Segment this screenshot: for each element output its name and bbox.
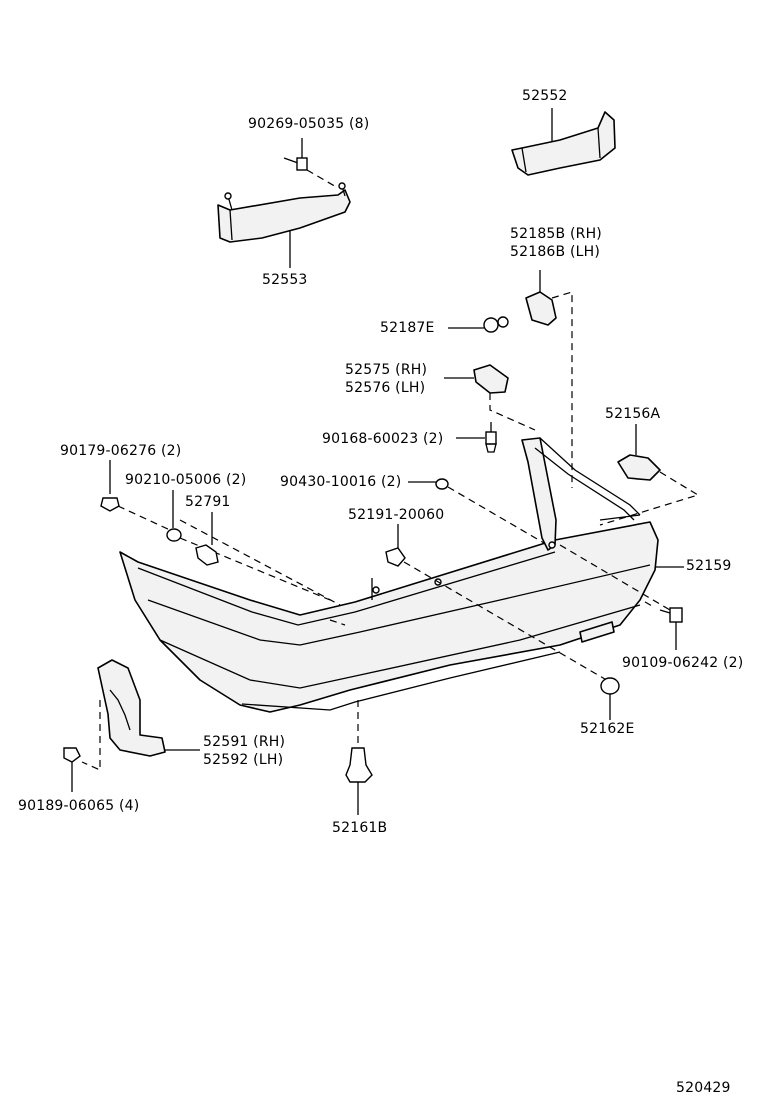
side-bracket-52591 (81, 659, 200, 771)
label-52791: 52791 (185, 494, 231, 510)
label-52191-20060: 52191-20060 (348, 507, 445, 523)
label-52156a: 52156A (605, 406, 661, 422)
clip-52162e (600, 677, 620, 720)
label-52553: 52553 (262, 272, 308, 288)
label-52575: 52575 (RH) (345, 362, 428, 378)
label-52592: 52592 (LH) (203, 752, 284, 768)
label-52186b: 52186B (LH) (510, 244, 601, 260)
retainer-52553 (217, 182, 351, 268)
bracket-52156a (599, 424, 700, 526)
retainer-52552 (511, 108, 616, 176)
label-90430-10016: 90430-10016 (2) (280, 474, 402, 490)
clip-52191 (385, 524, 611, 683)
label-52187e: 52187E (380, 320, 435, 336)
clip-52161b (345, 700, 373, 815)
label-90210-05006: 90210-05006 (2) (125, 472, 247, 488)
bolt-90179 (100, 460, 171, 531)
label-52552: 52552 (522, 88, 568, 104)
label-52161b: 52161B (332, 820, 388, 836)
label-52576: 52576 (LH) (345, 380, 426, 396)
bolt-90109 (659, 607, 683, 650)
label-52162e: 52162E (580, 721, 635, 737)
label-52185b: 52185B (RH) (510, 226, 602, 242)
label-90189-06065: 90189-06065 (4) (18, 798, 140, 814)
bolt-90189 (63, 747, 81, 792)
label-90168-60023: 90168-60023 (2) (322, 431, 444, 447)
bolt-90168 (456, 422, 497, 453)
bracket-52185b (525, 270, 573, 488)
label-52159: 52159 (686, 558, 732, 574)
label-52591: 52591 (RH) (203, 734, 286, 750)
bolt-90269 (283, 138, 339, 189)
fastener-52791 (179, 512, 341, 606)
diagram-id: 520429 (676, 1080, 731, 1096)
bumper-cover-52159 (119, 437, 684, 713)
label-90269-05035: 90269-05035 (8) (248, 116, 370, 132)
bracket-52575 (444, 364, 536, 431)
clip-52187e (448, 316, 509, 333)
label-90109-06242: 90109-06242 (2) (622, 655, 744, 671)
label-90179-06276: 90179-06276 (2) (60, 443, 182, 459)
